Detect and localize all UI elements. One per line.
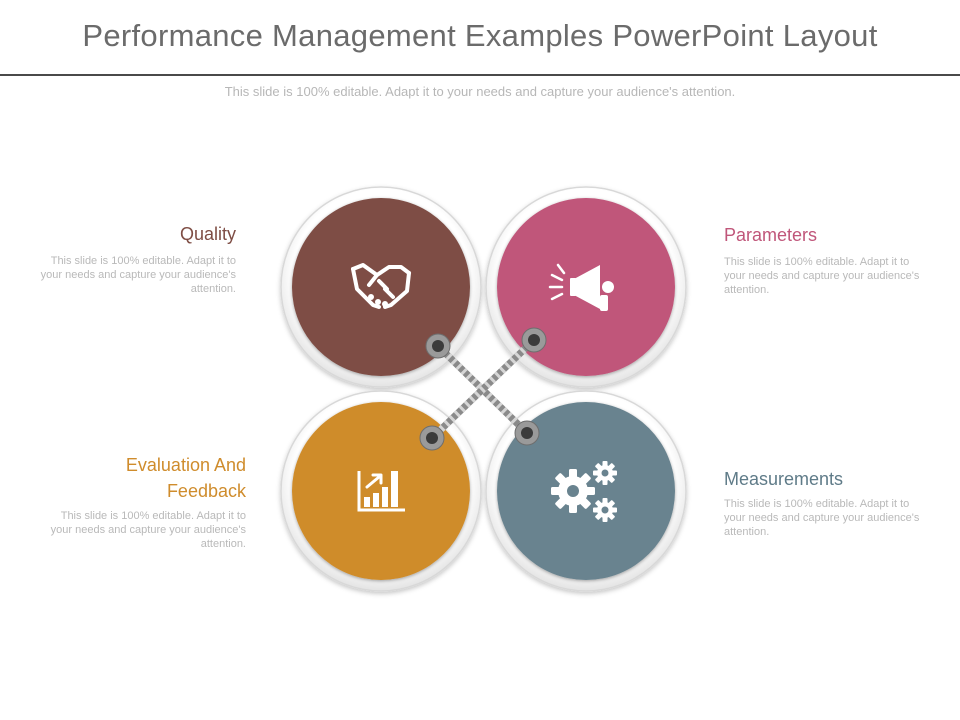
quality-heading: Quality <box>179 224 236 244</box>
parameters-heading: Parameters <box>724 225 818 245</box>
gears-icon <box>551 461 617 522</box>
slide-subtitle: This slide is 100% editable. Adapt it to… <box>224 84 736 99</box>
measurements-description: This slide is 100% editable. Adapt it to… <box>724 498 920 538</box>
rope-lacing <box>428 336 538 442</box>
handshake-icon <box>351 263 411 309</box>
evaluation-heading: Evaluation And Feedback <box>125 455 246 501</box>
slide-title: Performance Management Examples PowerPoi… <box>82 18 878 53</box>
quality-description: This slide is 100% editable. Adapt it to… <box>40 255 236 295</box>
parameters-description: This slide is 100% editable. Adapt it to… <box>724 256 920 296</box>
megaphone-icon <box>548 263 614 311</box>
grommets <box>419 327 547 451</box>
measurements-heading: Measurements <box>724 469 844 489</box>
growth-chart-icon <box>357 471 405 512</box>
title-divider <box>0 74 960 76</box>
quality-disc <box>292 198 470 376</box>
evaluation-description: This slide is 100% editable. Adapt it to… <box>50 510 246 550</box>
